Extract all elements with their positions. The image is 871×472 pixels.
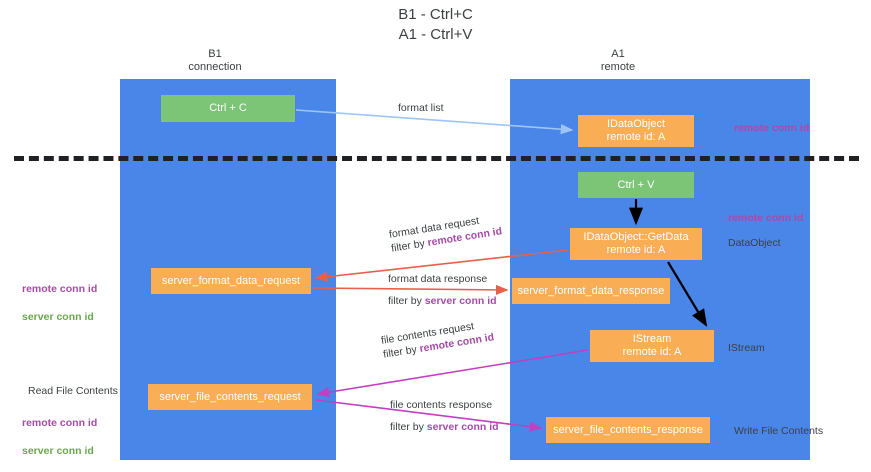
phase-divider [14, 156, 859, 161]
annotation-read-file-contents: Read File Contents [28, 385, 118, 397]
edge-label-format-list: format list [398, 101, 444, 115]
edge-label-fdresp-line1: format data response [388, 273, 488, 285]
annotation-left-remote-conn-id: remote conn id [22, 283, 98, 295]
edge-format-list [295, 109, 574, 135]
edge-label-fdresp-line2: filter by server conn id [388, 294, 497, 308]
annotation-left-remote-conn-id-2: remote conn id [22, 417, 98, 429]
edge-label-fcresp-prefix: filter by [390, 421, 427, 433]
edge-label-format-list-text: format list [398, 102, 444, 114]
column-caption-a1: A1 remote [600, 48, 636, 73]
annotation-left-conn-ids-bottom: remote conn id server conn id [22, 402, 97, 472]
node-server-file-contents-response[interactable]: server_file_contents_response [546, 417, 710, 443]
annotation-dataobject: DataObject [728, 237, 781, 249]
node-server-file-contents-request[interactable]: server_file_contents_request [148, 384, 312, 410]
edge-label-fcresp-line1: file contents response [390, 399, 493, 411]
edge-format-data-request [314, 249, 569, 282]
page-title: B1 - Ctrl+C A1 - Ctrl+V [398, 6, 473, 43]
annotation-remote-conn-id-mid: remote conn id [728, 212, 804, 224]
annotation-istream: IStream [728, 342, 765, 354]
column-caption-b1: B1 connection [188, 48, 242, 73]
annotation-left-server-conn-id: server conn id [22, 311, 94, 323]
edge-label-fdresp-prefix: filter by [388, 295, 425, 307]
node-idataobject[interactable]: IDataObject remote id: A [578, 115, 694, 147]
node-ctrl-v[interactable]: Ctrl + V [578, 172, 694, 198]
edge-label-file-contents-response: file contents response filter by server … [390, 398, 499, 434]
annotation-remote-conn-id-top: remote conn id [734, 122, 810, 134]
node-istream[interactable]: IStream remote id: A [590, 330, 714, 362]
node-idataobject-getdata[interactable]: IDataObject::GetData remote id: A [570, 228, 702, 260]
annotation-write-file-contents: Write File Contents [734, 425, 824, 437]
edge-format-data-response [312, 284, 509, 296]
node-server-format-data-request[interactable]: server_format_data_request [151, 268, 311, 294]
annotation-left-server-conn-id-2: server conn id [22, 445, 94, 457]
edge-label-format-data-response: format data response filter by server co… [388, 272, 497, 308]
edge-file-contents-response [315, 399, 543, 432]
edge-getdata-istream [667, 261, 708, 327]
annotation-left-conn-ids-top: remote conn id server conn id [22, 268, 97, 338]
node-ctrl-c[interactable]: Ctrl + C [161, 95, 295, 122]
edge-label-fcresp-line2: filter by server conn id [390, 420, 499, 434]
edge-label-fdresp-key: server conn id [424, 295, 497, 307]
node-server-format-data-response[interactable]: server_format_data_response [512, 278, 670, 304]
edge-file-contents-request [316, 349, 589, 398]
edge-label-fcresp-key: server conn id [426, 421, 499, 433]
